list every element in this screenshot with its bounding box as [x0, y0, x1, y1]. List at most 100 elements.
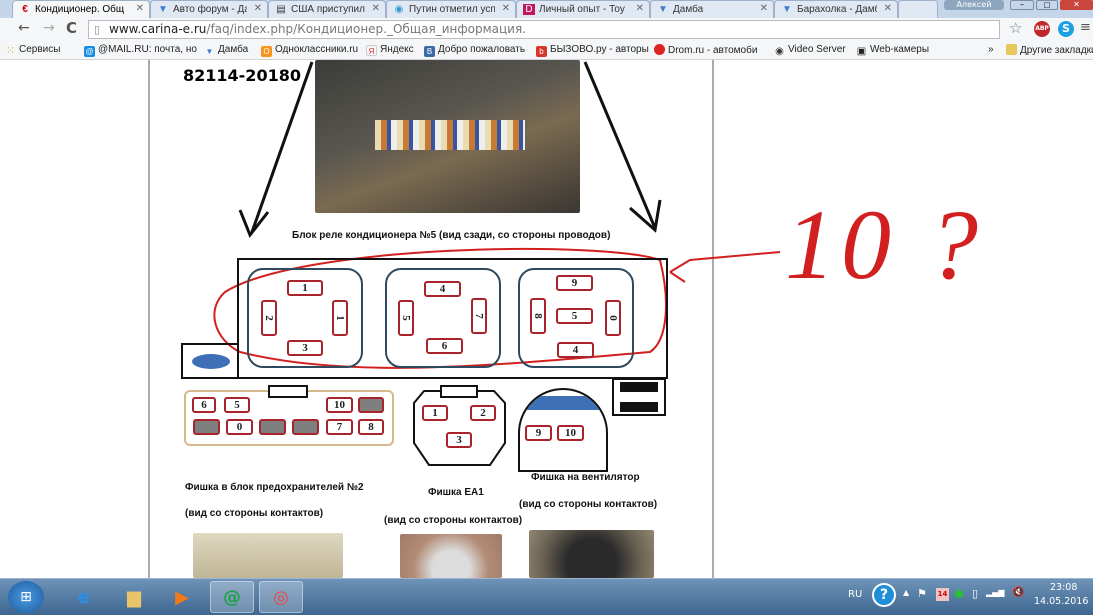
forward-icon[interactable]: →	[43, 20, 55, 36]
volume-muted-icon[interactable]: 🔇	[1012, 587, 1025, 598]
skype-icon[interactable]: S	[1058, 21, 1074, 37]
close-tab-icon[interactable]: ✕	[253, 3, 262, 14]
start-button[interactable]: ⊞	[8, 581, 44, 613]
help-icon[interactable]: ?	[872, 583, 896, 607]
fan-connector-photo	[529, 530, 654, 578]
relay-pin: 5	[398, 300, 414, 336]
apps-icon: ⁙	[5, 45, 16, 57]
arrow-left	[250, 61, 314, 233]
odnoklassniki-icon: О	[261, 46, 272, 57]
close-tab-icon[interactable]: ✕	[635, 3, 644, 14]
vk-icon: В	[424, 46, 435, 57]
tab-putin[interactable]: ◉Путин отметил усп✕	[386, 0, 516, 18]
bookmark-webcams[interactable]: ▣Web-камеры	[856, 44, 930, 57]
tv-icon: ▣	[856, 46, 867, 57]
mail-agent-icon[interactable]: @	[210, 581, 254, 613]
relay-pin: 2	[261, 300, 277, 336]
yandex-icon: Я	[366, 45, 377, 56]
arrow-left-head	[238, 209, 270, 238]
arrow-right	[583, 61, 657, 229]
close-tab-icon[interactable]: ✕	[501, 3, 510, 14]
bookmark-damba[interactable]: ▼Дамба	[205, 44, 249, 56]
folder-icon	[1006, 44, 1017, 55]
minimize-button[interactable]: –	[1010, 0, 1034, 10]
tab-usa[interactable]: ▤США приступили к✕	[268, 0, 386, 18]
relay-block-photo	[315, 60, 580, 213]
bookmark-video-server[interactable]: ◉Video Server	[775, 44, 846, 57]
power-icon[interactable]: ▯	[972, 587, 979, 600]
byzovo-icon: b	[536, 46, 547, 57]
damba-icon: ▼	[782, 4, 792, 15]
fuse-pin-empty	[193, 419, 220, 435]
menu-icon[interactable]: ≡	[1080, 20, 1091, 35]
fuse-connector-label: Фишка в блок предохранителей №2	[185, 482, 364, 493]
close-tab-icon[interactable]: ✕	[135, 3, 144, 14]
wires	[375, 120, 525, 150]
close-window-button[interactable]: ✕	[1060, 0, 1093, 10]
fuse-pin: 10	[326, 397, 353, 413]
ea1-pin: 3	[446, 432, 472, 448]
ea1-pin: 1	[422, 405, 448, 421]
explorer-folder-icon[interactable]: ▆	[127, 586, 141, 608]
damba-icon: ▼	[658, 4, 668, 15]
adblock-icon[interactable]: ABP	[1034, 21, 1050, 37]
bookmark-drom[interactable]: Drom.ru - автомоби	[654, 44, 757, 56]
close-tab-icon[interactable]: ✕	[371, 3, 380, 14]
language-indicator[interactable]: RU	[848, 589, 863, 600]
relay-pin: 1	[332, 300, 348, 336]
taskbar: ⊞ e ▆ ▶ @ ◎ RU ? ▲ ⚑ 14 ◉ ▯ ▂▄▆ 🔇 23:08 …	[0, 578, 1093, 615]
back-icon[interactable]: ←	[18, 20, 30, 36]
ea1-tab	[440, 385, 478, 398]
clock-time[interactable]: 23:08	[1050, 582, 1078, 593]
tab-damba[interactable]: ▼Дамба✕	[650, 0, 774, 18]
bookmark-star-icon[interactable]: ☆	[1009, 19, 1023, 37]
relay-pin: 4	[424, 281, 461, 297]
address-bar[interactable]: ▯ www.carina-e.ru/faq/index.php/Кондицио…	[88, 20, 1000, 39]
tab-conditioner[interactable]: €Кондиционер. Общ✕	[12, 0, 150, 18]
bookmark-services[interactable]: ⁙Сервисы	[5, 44, 61, 57]
tab-baraholka[interactable]: ▼Барахолка - Дамба✕	[774, 0, 898, 18]
clock-date[interactable]: 14.05.2016	[1034, 596, 1089, 607]
internet-explorer-icon[interactable]: e	[77, 586, 91, 608]
damba-icon: ▼	[205, 47, 214, 56]
fuse-connector-photo	[193, 533, 343, 578]
fuse-pin: 8	[358, 419, 384, 435]
other-bookmarks[interactable]: Другие закладки	[1006, 44, 1093, 56]
reload-icon[interactable]: C	[66, 19, 78, 37]
relay-socket-3	[518, 268, 634, 368]
action-center-flag-icon[interactable]: ⚑	[917, 587, 927, 600]
ea1-photo	[400, 534, 502, 578]
bookmark-mailru[interactable]: @@MAIL.RU: почта, но	[84, 44, 197, 57]
close-tab-icon[interactable]: ✕	[759, 3, 768, 14]
media-player-icon[interactable]: ▶	[175, 586, 189, 608]
fuse-connector-sublabel: (вид со стороны контактов)	[185, 508, 324, 519]
mail-icon: @	[84, 46, 95, 57]
profile-button[interactable]: Алексей	[944, 0, 1004, 10]
new-tab-button[interactable]	[898, 0, 938, 18]
globe-icon: ◉	[394, 4, 404, 15]
show-hidden-icons[interactable]: ▲	[903, 588, 910, 597]
tab-bar: €Кондиционер. Общ✕ ▼Авто форум - Дамб✕ ▤…	[0, 0, 1093, 18]
relay-socket-2	[385, 268, 501, 368]
red-handwriting	[213, 247, 781, 369]
fuse-pin: 0	[226, 419, 253, 435]
relay-pin: 3	[287, 340, 323, 356]
fuse-pin-empty	[358, 397, 384, 413]
mail-agent-tray-icon[interactable]: ◉	[954, 586, 965, 600]
close-tab-icon[interactable]: ✕	[883, 3, 892, 14]
fan-connector	[518, 388, 608, 472]
chrome-icon[interactable]: ◎	[259, 581, 303, 613]
relay-pin: 5	[556, 308, 593, 324]
network-signal-icon[interactable]: ▂▄▆	[986, 588, 1005, 597]
page-icon: ▯	[94, 23, 101, 36]
calendar-icon[interactable]: 14	[936, 588, 949, 601]
more-bookmarks-button[interactable]: »	[988, 44, 994, 55]
maximize-button[interactable]: □	[1036, 0, 1058, 10]
tab-auto-forum[interactable]: ▼Авто форум - Дамб✕	[150, 0, 268, 18]
